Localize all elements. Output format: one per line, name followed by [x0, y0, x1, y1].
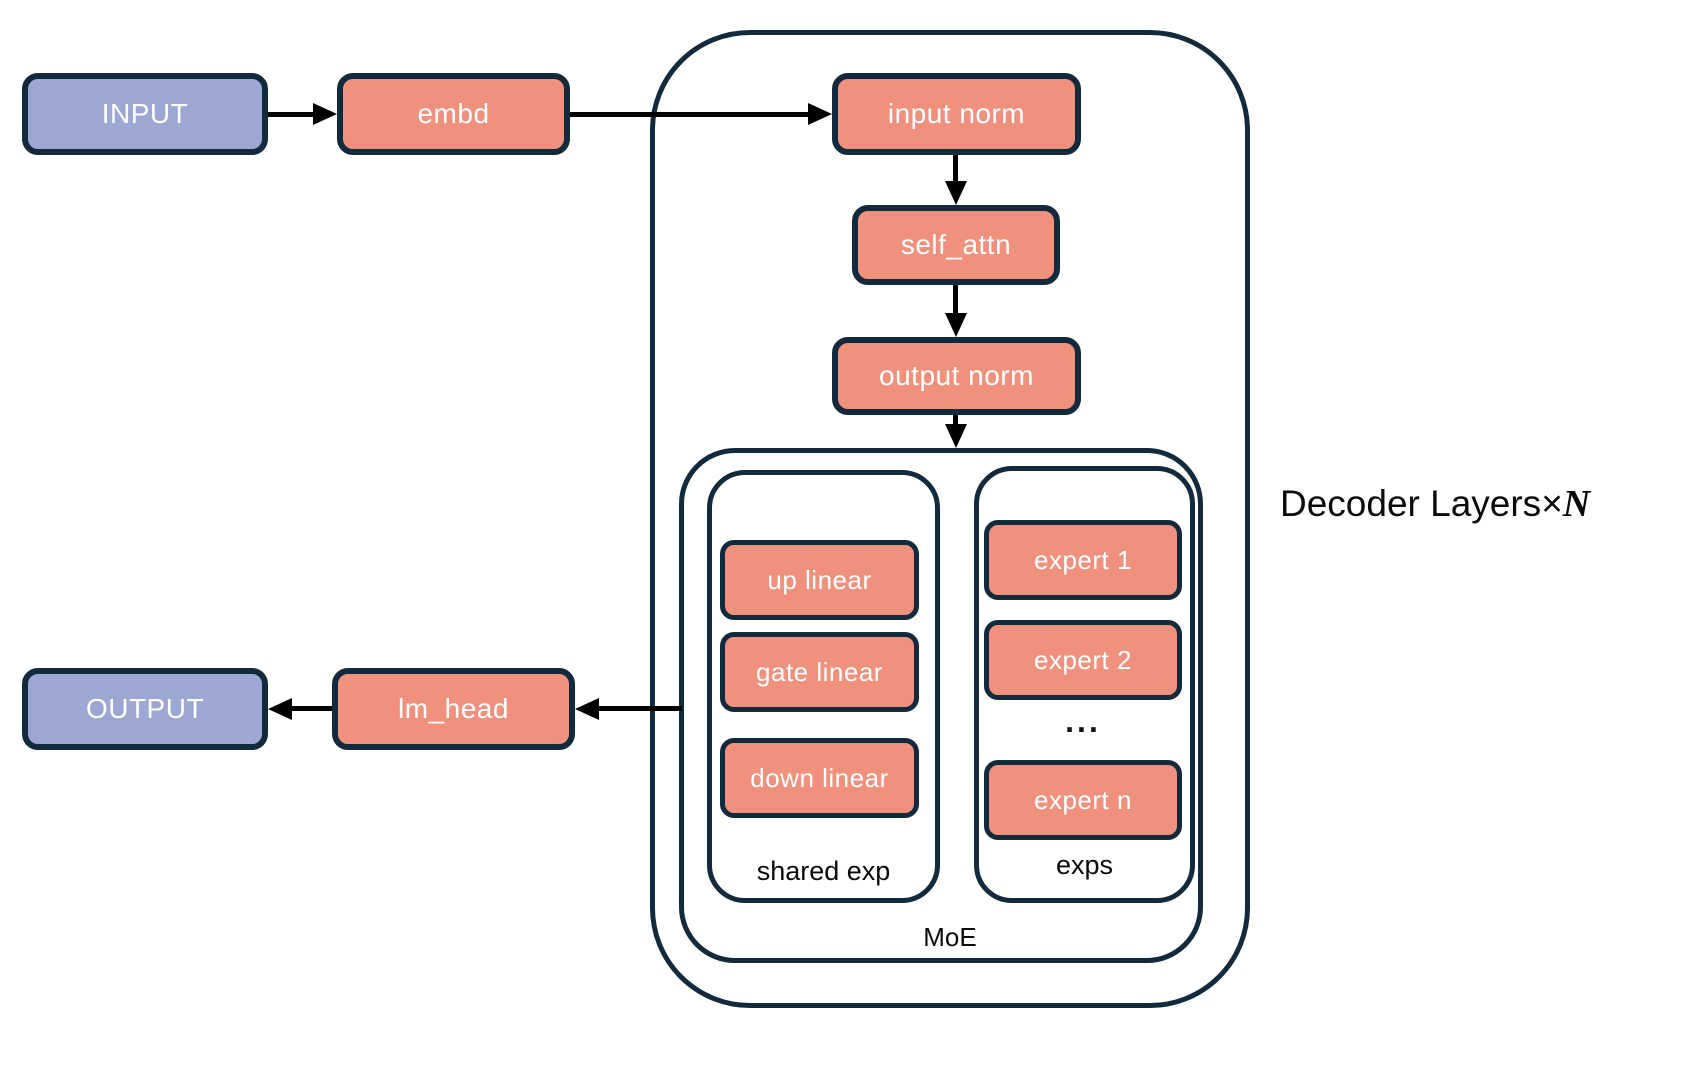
arrow-head-down — [945, 313, 967, 337]
expert-2-box: expert 2 — [984, 620, 1182, 700]
arrow-head-down — [945, 424, 967, 448]
expert-n-label: expert n — [1034, 784, 1132, 815]
expert-1-box: expert 1 — [984, 520, 1182, 600]
down-linear-box: down linear — [720, 738, 919, 818]
output-norm-box: output norm — [832, 337, 1081, 415]
lm-head-label: lm_head — [398, 693, 509, 724]
gate-linear-box: gate linear — [720, 632, 919, 712]
moe-label: MoE — [923, 922, 977, 952]
decoder-layers-text: Decoder Layers — [1280, 483, 1542, 524]
arrow-head-right — [313, 103, 337, 125]
experts-ellipsis: ... — [1065, 703, 1101, 739]
arrow-line — [570, 112, 810, 117]
up-linear-box: up linear — [720, 540, 919, 620]
self-attn-box: self_attn — [852, 205, 1060, 285]
up-linear-label: up linear — [767, 564, 872, 595]
times-symbol: × — [1541, 483, 1563, 524]
expert-2-label: expert 2 — [1034, 644, 1132, 675]
arrow-line — [597, 706, 682, 711]
embd-box: embd — [337, 73, 570, 155]
input-norm-label: input norm — [887, 98, 1026, 129]
arrow-line — [953, 155, 958, 183]
output-label: OUTPUT — [85, 693, 205, 724]
shared-exp-label: shared exp — [756, 856, 891, 886]
gate-linear-label: gate linear — [756, 656, 883, 687]
arrow-line — [953, 415, 958, 426]
arrow-head-down — [945, 181, 967, 205]
embd-label: embd — [417, 98, 490, 129]
exps-label: exps — [1055, 850, 1114, 880]
output-box: OUTPUT — [22, 668, 268, 750]
arrow-line — [953, 285, 958, 314]
self-attn-label: self_attn — [900, 229, 1012, 260]
arrow-head-left — [268, 698, 292, 720]
input-box: INPUT — [22, 73, 268, 155]
input-label: INPUT — [101, 98, 189, 129]
arrow-head-right — [808, 103, 832, 125]
decoder-layers-label: Decoder Layers×N — [1280, 482, 1590, 526]
arrow-line — [290, 706, 332, 711]
arrow-head-left — [575, 698, 599, 720]
expert-1-label: expert 1 — [1034, 544, 1132, 575]
expert-n-box: expert n — [984, 760, 1182, 840]
n-variable: N — [1562, 483, 1591, 525]
arrow-line — [268, 112, 315, 117]
down-linear-label: down linear — [750, 762, 889, 793]
lm-head-box: lm_head — [332, 668, 575, 750]
input-norm-box: input norm — [832, 73, 1081, 155]
output-norm-label: output norm — [879, 360, 1034, 391]
